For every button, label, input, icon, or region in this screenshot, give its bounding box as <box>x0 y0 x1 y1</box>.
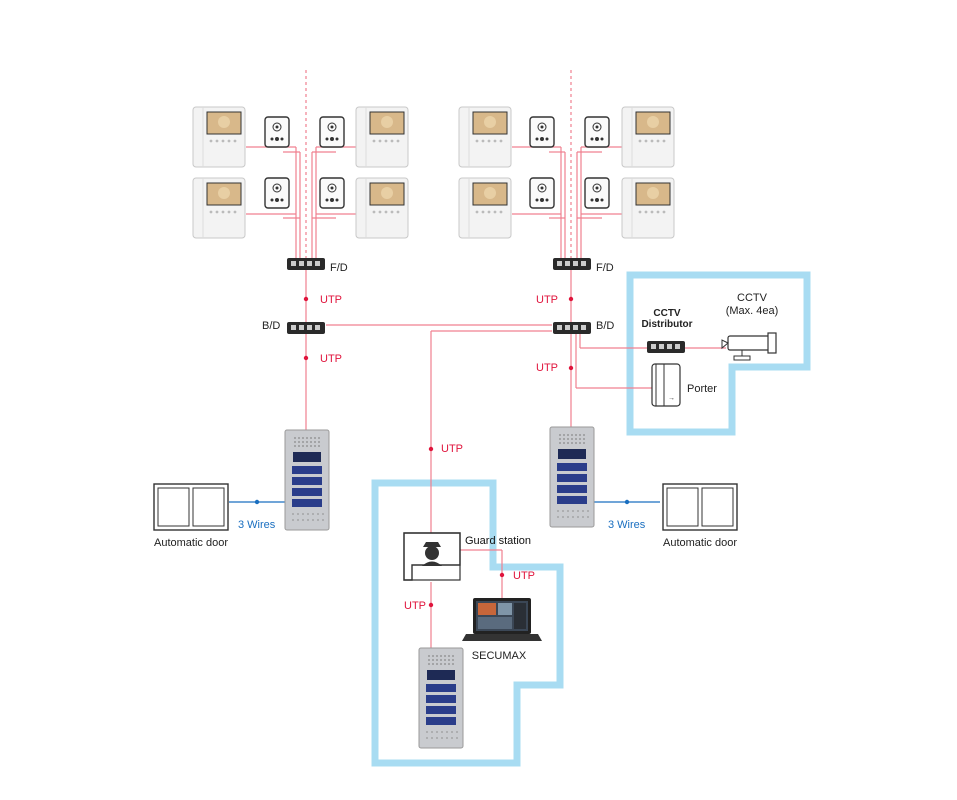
cctv-distributor <box>647 341 685 353</box>
door-camera-icon <box>264 116 290 148</box>
automatic-door-label-left: Automatic door <box>154 537 228 549</box>
utp-label: UTP <box>536 294 558 306</box>
guard-station-label: Guard station <box>465 535 531 547</box>
cctv-zone-outline <box>626 271 811 436</box>
floor-distributor-left <box>287 258 325 270</box>
building-distributor-right <box>553 322 591 334</box>
three-wires-label-left: 3 Wires <box>238 519 276 531</box>
door-camera-icon <box>529 177 555 209</box>
video-door-monitor-icon <box>621 177 675 239</box>
guard-station-icon <box>403 532 461 581</box>
cctv-distributor-label-line1: CCTV <box>653 308 681 319</box>
automatic-door-label-right: Automatic door <box>663 537 737 549</box>
video-door-monitor-icon <box>355 106 409 168</box>
floor-distributor-label-left: F/D <box>330 262 348 274</box>
building-distributor-left <box>287 322 325 334</box>
utp-label: UTP <box>320 353 342 365</box>
lobby-panel-left <box>284 429 330 531</box>
door-camera-icon <box>584 116 610 148</box>
utp-label: UTP <box>441 443 463 455</box>
porter-label: Porter <box>687 383 717 395</box>
utp-junction-dots <box>303 296 574 608</box>
utp-wiring <box>246 70 726 648</box>
door-camera-icon <box>529 116 555 148</box>
lobby-panel-right <box>549 426 595 528</box>
door-camera-icon <box>319 116 345 148</box>
laptop-icon <box>462 598 542 641</box>
video-door-monitor-icon <box>458 177 512 239</box>
building-distributor-label-left: B/D <box>262 320 280 332</box>
porter-phone-icon: → <box>651 363 681 407</box>
utp-label: UTP <box>320 294 342 306</box>
cctv-label-line1: CCTV <box>737 292 768 304</box>
video-door-monitor-icon <box>192 177 246 239</box>
utp-label: UTP <box>536 362 558 374</box>
utp-label: UTP <box>513 570 535 582</box>
cctv-distributor-label-line2: Distributor <box>641 319 692 330</box>
cctv-camera-icon <box>721 332 777 361</box>
svg-text:→: → <box>668 395 675 402</box>
cctv-label-line2: (Max. 4ea) <box>726 305 779 317</box>
utp-label: UTP <box>404 600 426 612</box>
door-camera-icon <box>319 177 345 209</box>
automatic-door-icon <box>153 483 229 531</box>
lobby-panel-guard <box>418 647 464 749</box>
three-wires-label-right: 3 Wires <box>608 519 646 531</box>
video-door-monitor-icon <box>355 177 409 239</box>
security-zone-outline <box>371 479 564 767</box>
secumax-label: SECUMAX <box>472 650 527 662</box>
wire-dot <box>624 499 630 505</box>
floor-distributor-label-right: F/D <box>596 262 614 274</box>
automatic-door-icon <box>662 483 738 531</box>
video-door-monitor-icon <box>458 106 512 168</box>
video-door-monitor-icon <box>621 106 675 168</box>
video-door-monitor-icon <box>192 106 246 168</box>
door-camera-icon <box>264 177 290 209</box>
wire-dot <box>254 499 260 505</box>
door-camera-icon <box>584 177 610 209</box>
building-distributor-label-right: B/D <box>596 320 614 332</box>
floor-distributor-right <box>553 258 591 270</box>
